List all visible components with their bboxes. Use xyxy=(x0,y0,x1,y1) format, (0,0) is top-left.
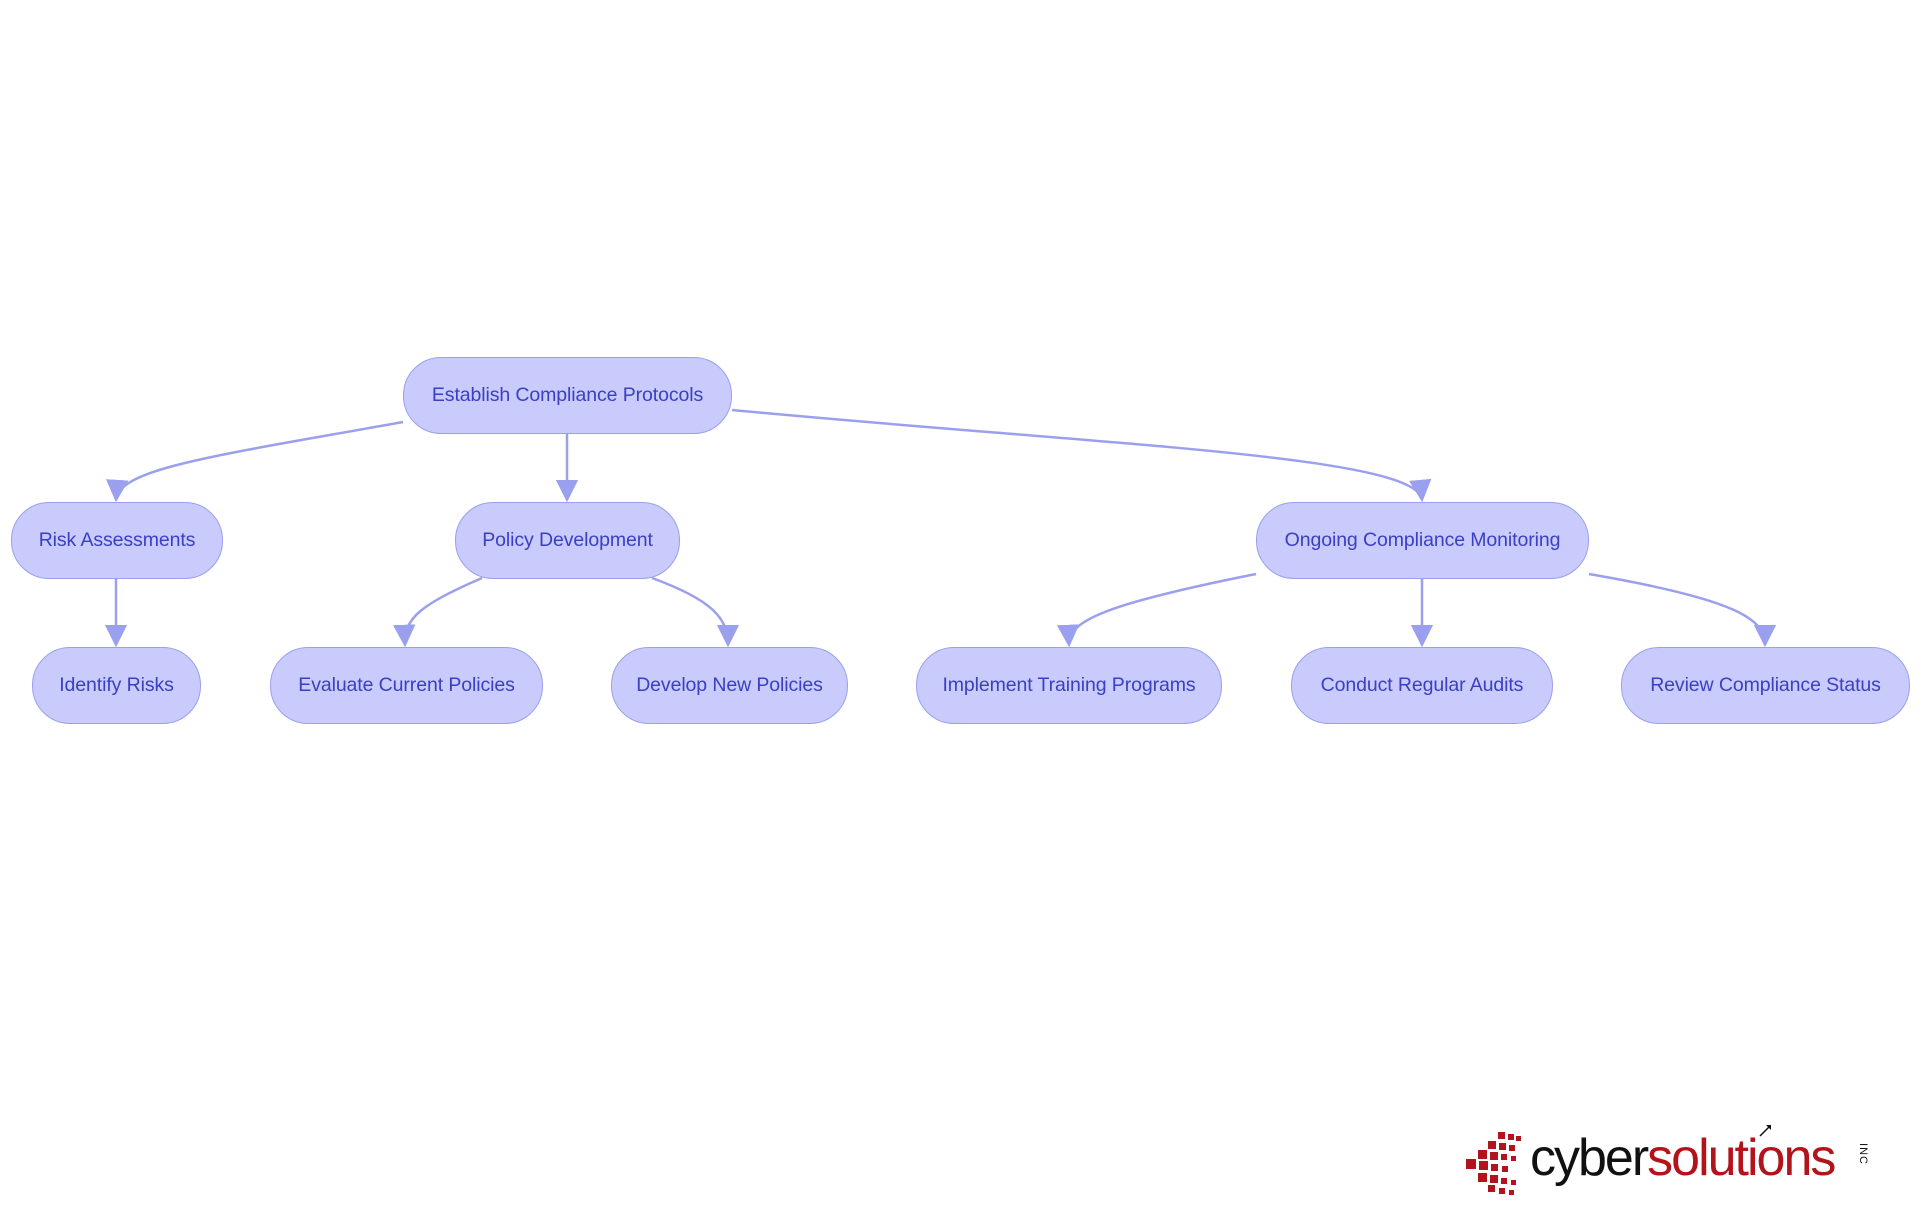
logo-solutions-text: solutions xyxy=(1647,1129,1836,1187)
logo-wordmark: cybersolutions xyxy=(1530,1128,1836,1188)
node-policy-development: Policy Development xyxy=(455,502,680,579)
logo-accent-arrow-icon xyxy=(1759,1125,1771,1137)
logo-cyber-text: cyber xyxy=(1530,1129,1649,1187)
edge-root-to-risk xyxy=(106,420,404,503)
edge-policy-to-develop xyxy=(651,576,740,648)
logo-inc-text: INC xyxy=(1856,1143,1869,1165)
node-ongoing-compliance-monitoring: Ongoing Compliance Monitoring xyxy=(1256,502,1589,579)
edge-root-to-monitor xyxy=(731,408,1432,503)
edge-monitor-to-training xyxy=(1056,572,1257,648)
edge-policy-to-evaluate xyxy=(393,576,483,648)
node-review-compliance-status: Review Compliance Status xyxy=(1621,647,1910,724)
node-evaluate-current-policies: Evaluate Current Policies xyxy=(270,647,543,724)
node-risk-assessments: Risk Assessments xyxy=(11,502,223,579)
node-implement-training-programs: Implement Training Programs xyxy=(916,647,1222,724)
logo-mark-icon xyxy=(1466,1132,1521,1195)
cybersolutions-logo: cybersolutions INC xyxy=(1460,1118,1880,1208)
node-develop-new-policies: Develop New Policies xyxy=(611,647,848,724)
node-establish-compliance-protocols: Establish Compliance Protocols xyxy=(403,357,732,434)
node-identify-risks: Identify Risks xyxy=(32,647,201,724)
node-conduct-regular-audits: Conduct Regular Audits xyxy=(1291,647,1553,724)
edge-monitor-to-review xyxy=(1588,572,1777,648)
